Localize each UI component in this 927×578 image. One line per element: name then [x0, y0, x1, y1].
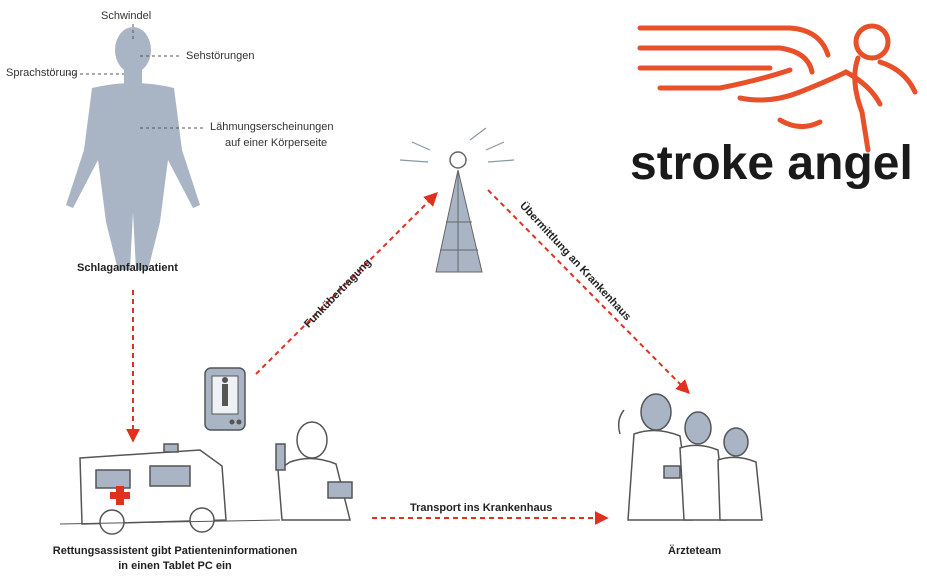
symptom-vision-label: Sehstörungen — [186, 50, 255, 62]
stroke-angel-logo-icon — [637, 23, 918, 153]
doctor-team-icon — [617, 393, 763, 521]
doctor-team-label: Ärzteteam — [668, 545, 722, 557]
symptom-speech-label: Sprachstörung — [6, 67, 78, 79]
flow-arrows — [126, 189, 690, 525]
paramedic-label-1: Rettungsassistent gibt Patienteninformat… — [52, 545, 298, 557]
ambulance-icon — [59, 443, 281, 535]
transport-label: Transport ins Krankenhaus — [410, 502, 553, 514]
logo-text: stroke angel — [630, 137, 913, 190]
human-figure-icon — [66, 27, 200, 270]
arrow-radio-transmission — [255, 192, 438, 375]
symptom-leader-lines — [68, 24, 206, 129]
symptom-paralysis-label-1: Lähmungserscheinungen — [210, 121, 334, 133]
antenna-tower-icon — [399, 127, 515, 273]
symptom-paralysis-label-2: auf einer Körperseite — [225, 137, 328, 149]
symptom-dizziness-label: Schwindel — [101, 10, 152, 22]
paramedic-icon — [275, 421, 353, 521]
arrow-to-hospital-data — [487, 189, 690, 394]
paramedic-label-2: in einen Tablet PC ein — [118, 560, 232, 572]
patient-label: Schlaganfallpatient — [77, 262, 178, 274]
tablet-pc-icon — [204, 367, 246, 431]
